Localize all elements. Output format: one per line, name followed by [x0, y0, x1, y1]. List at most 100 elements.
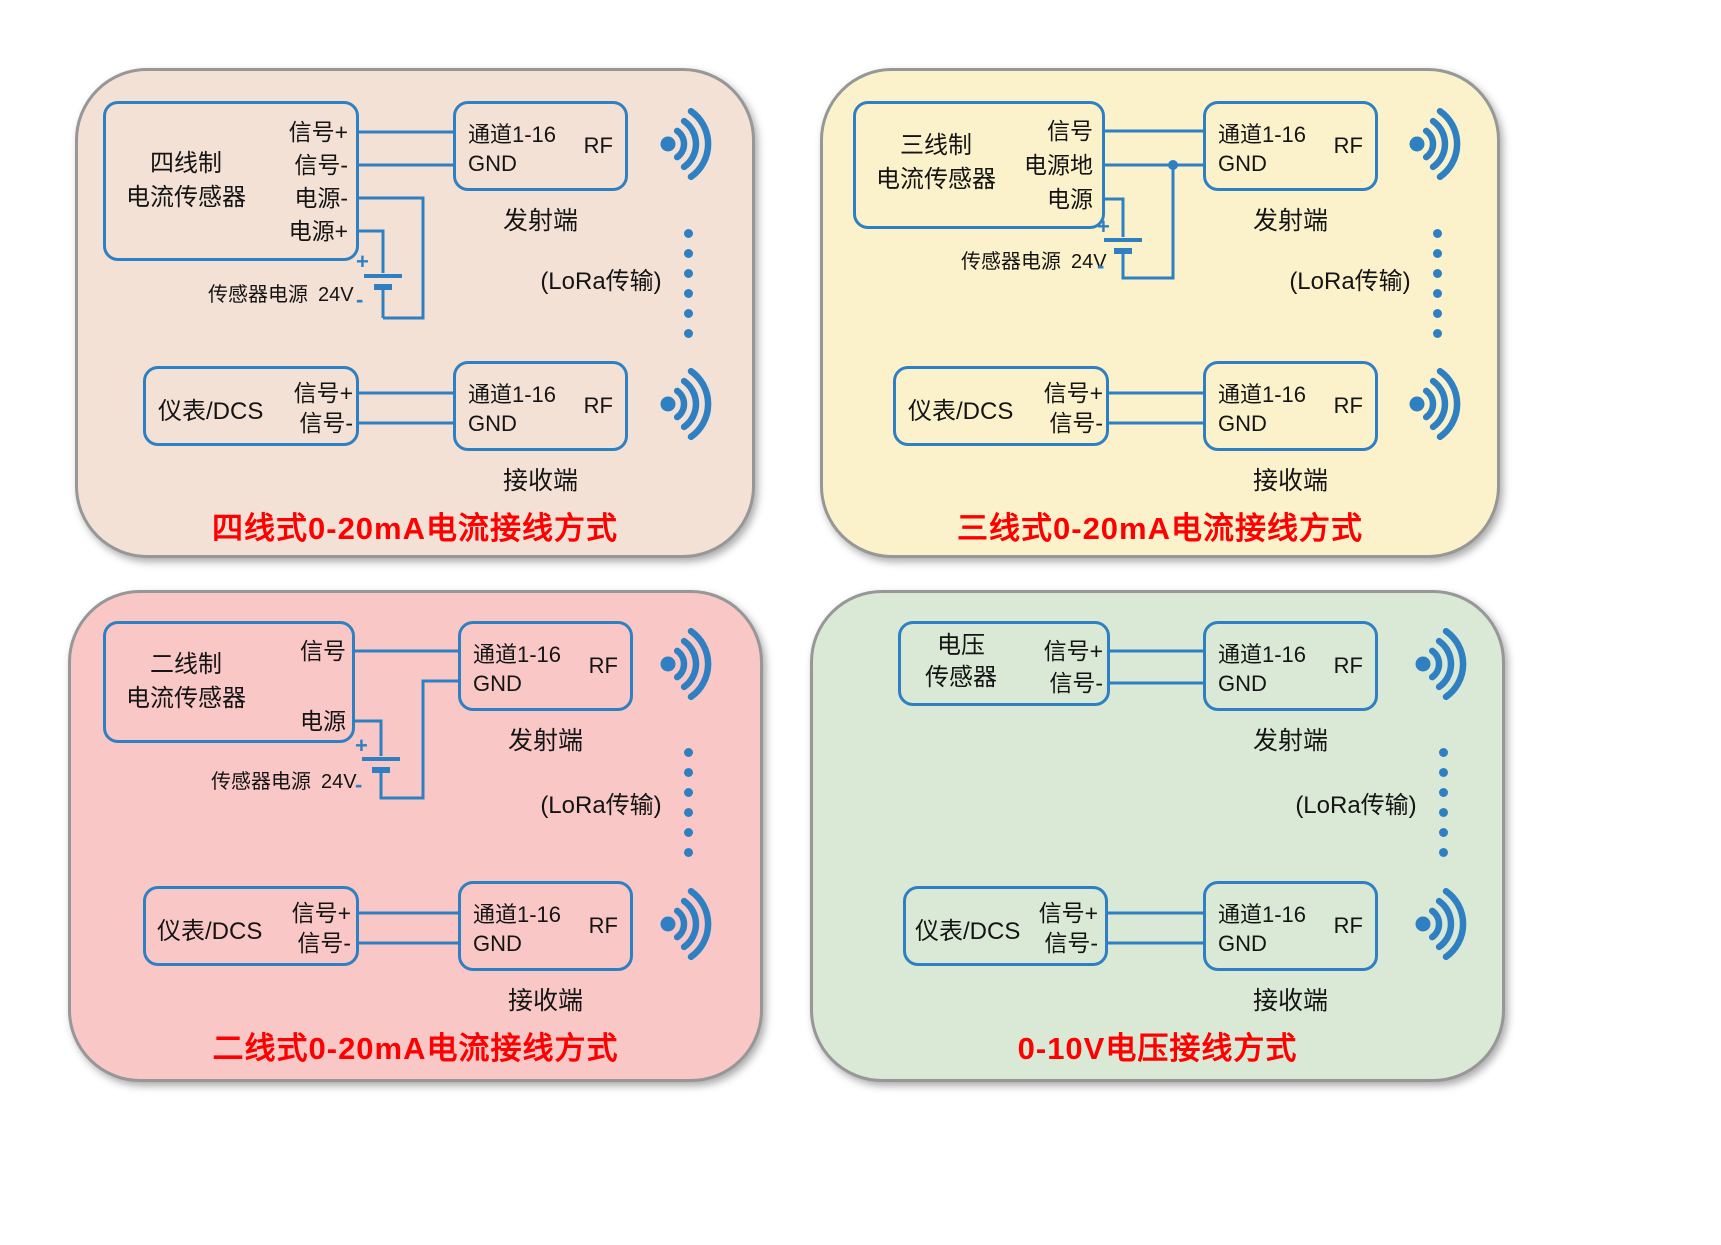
- tx-rf-label: RF: [583, 133, 613, 158]
- sensor-name: 电压 传感器: [906, 630, 1016, 694]
- sensor-pin-signal-minus: 信号-: [294, 152, 348, 178]
- panel-title: 0-10V电压接线方式: [1017, 1031, 1298, 1066]
- rx-channel-label: 通道1-16: [468, 382, 557, 407]
- sensor-box: [103, 621, 355, 743]
- sensor-name-line1: 二线制: [150, 651, 222, 678]
- junction-dot: [1168, 160, 1178, 170]
- device-pin-signal-minus: 信号-: [1044, 930, 1098, 956]
- tx-module-box: 通道1-16 GND RF: [458, 621, 633, 711]
- tx-rf-label: RF: [1333, 133, 1363, 158]
- sensor-pin-signal-plus: 信号+: [1043, 638, 1103, 664]
- tx-gnd-label: GND: [1218, 671, 1267, 696]
- tx-rf-label: RF: [1333, 653, 1363, 678]
- panel-title: 四线式0-20mA电流接线方式: [212, 511, 618, 546]
- battery-minus-sign: -: [356, 287, 364, 312]
- sensor-power-label: 传感器电源 24V: [211, 765, 357, 794]
- battery-minus-sign: -: [1097, 253, 1105, 278]
- rx-caption: 接收端: [1252, 987, 1328, 1015]
- device-pin-signal-minus: 信号-: [299, 410, 353, 436]
- device-name: 仪表/DCS: [915, 918, 1021, 945]
- wifi-antenna-icon: [1409, 107, 1461, 181]
- wifi-antenna-icon: [1415, 887, 1467, 961]
- power-voltage-text: 24V: [318, 284, 354, 306]
- sensor-box: [853, 101, 1105, 229]
- sensor-pin-signal: 信号: [300, 638, 346, 664]
- device-box: [143, 366, 359, 446]
- sensor-name-line2: 电流传感器: [876, 166, 996, 193]
- sensor-pin-power-ground: 电源地: [1024, 152, 1093, 178]
- power-supply-text: 传感器电源: [211, 771, 311, 793]
- lora-dots: [1433, 229, 1442, 338]
- tx-caption: 发射端: [502, 207, 578, 235]
- rx-caption: 接收端: [507, 987, 583, 1015]
- sensor-pin-signal-minus: 信号-: [1049, 670, 1103, 696]
- rx-rf-label: RF: [1333, 913, 1363, 938]
- tx-gnd-label: GND: [468, 151, 517, 176]
- rx-rf-label: RF: [583, 393, 613, 418]
- power-voltage-text: 24V: [1071, 251, 1107, 273]
- sensor-power-label: 传感器电源 24V: [208, 278, 354, 307]
- sensor-name-line2: 传感器: [925, 664, 997, 691]
- rx-channel-label: 通道1-16: [1218, 902, 1307, 927]
- device-name: 仪表/DCS: [158, 398, 264, 425]
- rx-caption: 接收端: [1252, 467, 1328, 495]
- tx-module-box: 通道1-16 GND RF: [453, 101, 628, 191]
- lora-dots: [1439, 748, 1448, 857]
- rx-module-box: 通道1-16 GND RF: [1203, 361, 1378, 451]
- tx-caption: 发射端: [1252, 727, 1328, 755]
- panel-title: 二线式0-20mA电流接线方式: [212, 1031, 619, 1066]
- rx-module-box: 通道1-16 GND RF: [458, 881, 633, 971]
- rx-rf-label: RF: [588, 913, 618, 938]
- sensor-pin-power-minus: 电源-: [294, 185, 348, 211]
- sensor-name-line1: 四线制: [150, 150, 222, 177]
- device-name: 仪表/DCS: [157, 918, 263, 945]
- tx-caption: 发射端: [1252, 207, 1328, 235]
- sensor-power-label: 传感器电源 24V: [961, 245, 1107, 274]
- rx-gnd-label: GND: [1218, 931, 1267, 956]
- lora-dots: [684, 229, 693, 338]
- tx-gnd-label: GND: [473, 671, 522, 696]
- sensor-box: [103, 101, 359, 261]
- rx-gnd-label: GND: [473, 931, 522, 956]
- sensor-name-line1: 电压: [937, 632, 985, 659]
- wifi-antenna-icon: [660, 367, 712, 441]
- tx-caption: 发射端: [507, 727, 583, 755]
- sensor-name: 二线制 电流传感器: [111, 648, 261, 716]
- panel-two-wire-current: 二线制 电流传感器 信号 电源 通道1-16 GND RF 发射端 (LoRa传…: [68, 590, 763, 1082]
- sensor-pin-power: 电源: [300, 708, 346, 734]
- device-name: 仪表/DCS: [908, 398, 1014, 425]
- tx-channel-label: 通道1-16: [1218, 122, 1307, 147]
- device-pin-signal-plus: 信号+: [1043, 380, 1103, 406]
- rx-caption: 接收端: [502, 467, 578, 495]
- device-box: [893, 366, 1109, 446]
- tx-gnd-label: GND: [1218, 151, 1267, 176]
- device-pin-signal-minus: 信号-: [1049, 410, 1103, 436]
- sensor-name: 四线制 电流传感器: [111, 147, 261, 215]
- device-box: [143, 886, 359, 966]
- tx-channel-label: 通道1-16: [473, 642, 562, 667]
- sensor-name-line2: 电流传感器: [126, 184, 246, 211]
- tx-module-box: 通道1-16 GND RF: [1203, 621, 1378, 711]
- power-voltage-text: 24V: [321, 771, 357, 793]
- tx-channel-label: 通道1-16: [468, 122, 557, 147]
- tx-channel-label: 通道1-16: [1218, 642, 1307, 667]
- wifi-antenna-icon: [660, 627, 712, 701]
- device-pin-signal-plus: 信号+: [291, 900, 351, 926]
- rx-channel-label: 通道1-16: [473, 902, 562, 927]
- wifi-antenna-icon: [660, 887, 712, 961]
- power-supply-text: 传感器电源: [208, 284, 308, 306]
- sensor-name-line1: 三线制: [900, 132, 972, 159]
- lora-transmission-label: (LoRa传输): [540, 268, 662, 295]
- sensor-name-line2: 电流传感器: [126, 685, 246, 712]
- lora-transmission-label: (LoRa传输): [1295, 792, 1417, 819]
- device-box: [903, 886, 1108, 966]
- panel-three-wire-current: 三线制 电流传感器 信号 电源地 电源 通道1-16 GND RF 发射端 (L…: [820, 68, 1500, 558]
- rx-module-box: 通道1-16 GND RF: [453, 361, 628, 451]
- rx-gnd-label: GND: [1218, 411, 1267, 436]
- lora-transmission-label: (LoRa传输): [540, 792, 662, 819]
- power-supply-text: 传感器电源: [961, 251, 1061, 273]
- battery-plus-sign: +: [1097, 214, 1110, 239]
- wifi-antenna-icon: [660, 107, 712, 181]
- rx-channel-label: 通道1-16: [1218, 382, 1307, 407]
- rx-module-box: 通道1-16 GND RF: [1203, 881, 1378, 971]
